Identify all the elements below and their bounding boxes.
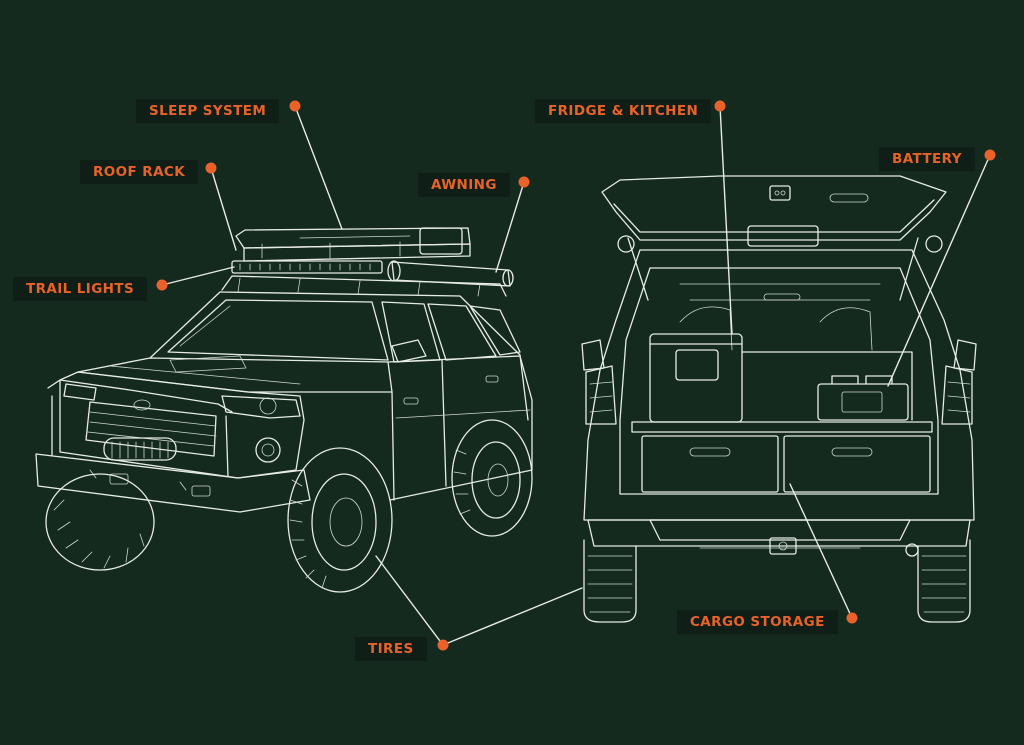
roof-rack-label: ROOF RACK bbox=[80, 160, 199, 184]
trail-lights-dot bbox=[156, 279, 168, 291]
fridge-kitchen-dot bbox=[714, 100, 726, 112]
sleep-system-label: SLEEP SYSTEM bbox=[136, 99, 280, 123]
roof-rack-dot bbox=[205, 162, 217, 174]
cargo-storage-label: CARGO STORAGE bbox=[677, 610, 838, 634]
rear-suv-tires bbox=[583, 539, 971, 623]
rear-suv-drawing bbox=[581, 175, 977, 623]
battery-label: BATTERY bbox=[879, 147, 975, 171]
trail-lights-label: TRAIL LIGHTS bbox=[13, 277, 148, 301]
awning-dot bbox=[518, 176, 530, 188]
tires-label: TIRES bbox=[355, 637, 427, 661]
open-liftgate bbox=[601, 175, 947, 301]
leader-lines bbox=[161, 105, 991, 646]
cargo-storage-dot bbox=[846, 612, 858, 624]
rooftop-tent bbox=[235, 227, 471, 262]
battery-dot bbox=[984, 149, 996, 161]
callout-dots bbox=[156, 100, 996, 651]
roof-rack bbox=[221, 275, 507, 297]
awning-label: AWNING bbox=[418, 173, 510, 197]
sleep-system-dot bbox=[289, 100, 301, 112]
tires-dot bbox=[437, 639, 449, 651]
rear-body bbox=[581, 249, 977, 557]
light-bar bbox=[231, 260, 383, 274]
suv-body-front bbox=[35, 291, 533, 513]
front-suv-drawing bbox=[35, 227, 533, 593]
front-suv-tires bbox=[45, 419, 533, 593]
fridge-kitchen-label: FRIDGE & KITCHEN bbox=[535, 99, 712, 123]
